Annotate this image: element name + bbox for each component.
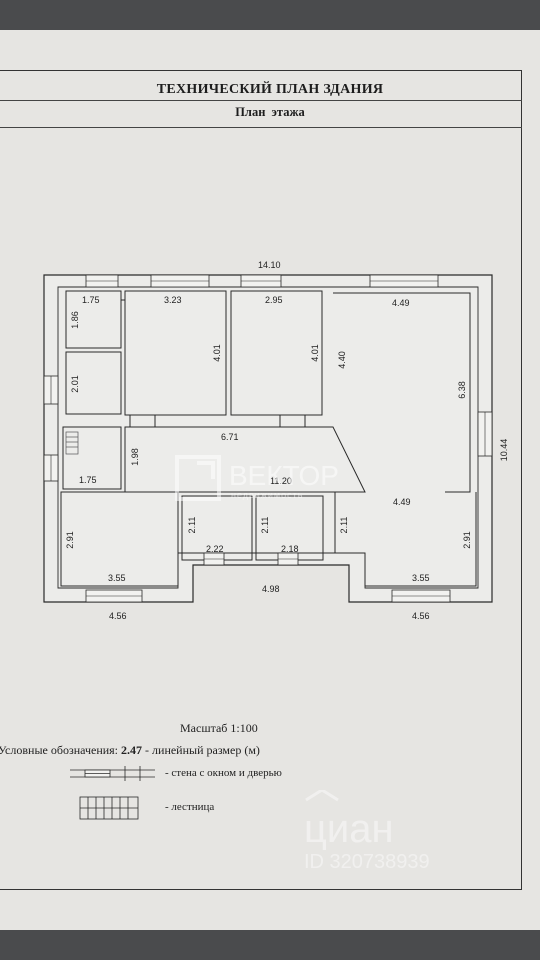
room-bottom-left	[60, 491, 179, 587]
dim-room-right-h: 4.40	[337, 351, 347, 369]
room-bottom-right	[334, 492, 477, 587]
legend-suffix: - линейный размер (м)	[142, 743, 260, 757]
dim-room-left-stairs-w: 1.75	[79, 475, 97, 485]
drawing-frame	[0, 70, 522, 890]
dim-corridor-h: 1.98	[130, 448, 140, 466]
dim-room-left-mid-h: 2.01	[70, 375, 80, 393]
cian-watermark: циан ID 320738939	[300, 788, 520, 880]
dim-total-width: 14.10	[258, 260, 281, 270]
vektor-logo-icon: ВЕКТОР недвижимость	[175, 455, 339, 501]
dim-room-tl-h: 1.86	[70, 311, 80, 329]
dim-room-tl-w: 1.75	[82, 295, 100, 305]
subtitle-divider	[0, 127, 522, 128]
dim-room-right-w: 4.49	[392, 298, 410, 308]
dim-room-top2-w: 3.23	[164, 295, 182, 305]
title-divider	[0, 100, 522, 101]
dim-total-height: 10.44	[499, 439, 509, 462]
windows	[43, 274, 493, 603]
legend-sample-value: 2.47	[121, 743, 143, 757]
dim-bottom-outer-left: 4.56	[109, 611, 127, 621]
dim-bath1-w: 2.22	[206, 544, 224, 554]
legend-heading: Условные обозначения: 2.47 - линейный ра…	[0, 743, 260, 758]
dim-bottom-right-w: 3.55	[412, 573, 430, 583]
scale-label: Масштаб 1:100	[180, 721, 258, 735]
room-right-hall	[124, 292, 471, 493]
vektor-brand-sub: недвижимость	[231, 490, 303, 500]
document-title: ТЕХНИЧЕСКИЙ ПЛАН ЗДАНИЯ	[156, 82, 384, 97]
legend-stairs-label: - лестница	[165, 801, 215, 813]
dim-bottom-left-h: 2.91	[65, 531, 75, 549]
legend-stairs-symbol	[79, 796, 139, 820]
window-glass-lines	[50, 280, 486, 597]
room-left-middle	[65, 351, 122, 415]
legend-wall-symbol	[70, 766, 155, 781]
room-left-stairs	[62, 426, 122, 490]
dim-bath2-w: 2.18	[281, 544, 299, 554]
document-subtitle: План этажа	[235, 105, 305, 119]
room-top-3	[230, 290, 323, 416]
door-openings	[121, 299, 336, 525]
dim-bottom-right-top-w: 4.49	[393, 497, 411, 507]
room-top-2	[124, 290, 227, 416]
legend-wall-label: - стена с окном и дверью	[165, 767, 282, 779]
dim-room-top2-h: 4.01	[212, 344, 222, 362]
dim-corridor-w: 6.71	[221, 432, 239, 442]
cian-id-text: ID 320738939	[304, 851, 430, 873]
cian-text: циан	[304, 807, 394, 851]
room-top-left-small	[65, 290, 122, 349]
vektor-brand-text: ВЕКТОР	[229, 460, 339, 491]
dim-room-right-full-h: 6.38	[457, 381, 467, 399]
dim-bottom-left-w: 3.55	[108, 573, 126, 583]
dim-room-top3-h: 4.01	[310, 344, 320, 362]
dim-hall-w: 11.20	[270, 476, 292, 486]
dim-bottom-outer-right: 4.56	[412, 611, 430, 621]
legend-prefix: Условные обозначения:	[0, 743, 122, 757]
dim-bath1-h: 2.11	[187, 517, 197, 534]
stairs-icon	[65, 431, 79, 455]
dim-room-top3-w: 2.95	[265, 295, 283, 305]
dim-recess-w: 4.98	[262, 584, 280, 594]
dim-bottom-right-h: 2.91	[462, 531, 472, 549]
dim-bath2-h: 2.11	[260, 517, 270, 534]
dim-bottom-right-h-left: 2.11	[339, 517, 349, 534]
vektor-watermark: ВЕКТОР недвижимость	[175, 455, 375, 505]
cian-logo-icon: циан ID 320738939	[304, 788, 430, 873]
